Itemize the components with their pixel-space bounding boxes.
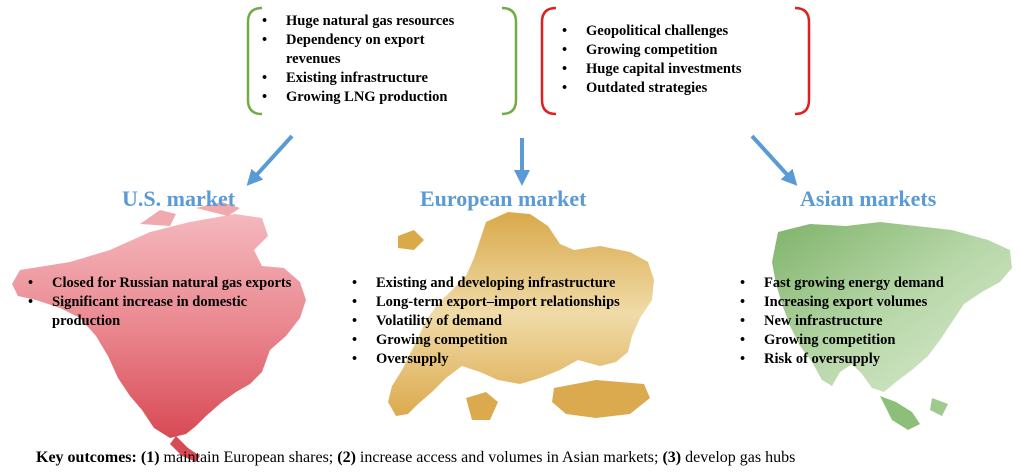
list-item: Huge capital investments (556, 60, 816, 79)
north-america-map (12, 202, 306, 462)
list-item: Risk of oversupply (734, 350, 1014, 369)
list-item: Volatility of demand (346, 312, 696, 331)
list-item: Long-term export–import relationships (346, 293, 696, 312)
outcome-text: develop gas hubs (681, 449, 796, 466)
outcome-number: (1) (140, 449, 160, 466)
list-item: Growing competition (734, 331, 1014, 350)
arrow-to-us (246, 134, 294, 186)
list-item: Increasing export volumes (734, 293, 1014, 312)
asian-markets-title: Asian markets (800, 186, 937, 211)
outcome-text: maintain European shares; (159, 449, 338, 466)
outcome-number: (2) (337, 449, 356, 466)
list-item: Geopolitical challenges (556, 22, 816, 41)
us-market-title: U.S. market (122, 186, 236, 211)
list-item: Existing infrastructure (256, 69, 516, 88)
us-market-list: Closed for Russian natural gas exports S… (22, 274, 312, 331)
list-item: Significant increase in domestic product… (22, 293, 312, 331)
list-item: Fast growing energy demand (734, 274, 1014, 293)
european-market-title: European market (420, 186, 587, 211)
list-item: Growing competition (556, 41, 816, 60)
european-market-list: Existing and developing infrastructure L… (346, 274, 696, 369)
challenges-list: Geopolitical challenges Growing competit… (556, 22, 816, 98)
list-item: Closed for Russian natural gas exports (22, 274, 312, 293)
outcome-text: increase access and volumes in Asian mar… (355, 449, 663, 466)
asian-markets-list: Fast growing energy demand Increasing ex… (734, 274, 1014, 369)
outcome-number: (3) (662, 449, 682, 466)
green-bracket-left (246, 6, 263, 116)
red-bracket-left (540, 6, 557, 116)
list-item: New infrastructure (734, 312, 1014, 331)
list-item: Growing competition (346, 331, 696, 350)
key-outcomes-label: Key outcomes: (36, 449, 137, 466)
strengths-list: Huge natural gas resources Dependency on… (256, 12, 516, 107)
list-item: Existing and developing infrastructure (346, 274, 696, 293)
list-item: Outdated strategies (556, 79, 816, 98)
list-item: Huge natural gas resources (256, 12, 516, 31)
arrow-to-asia (750, 134, 798, 186)
list-item: Dependency on export revenues (256, 31, 456, 69)
key-outcomes: Key outcomes: (1) maintain European shar… (36, 449, 795, 467)
list-item: Oversupply (346, 350, 696, 369)
list-item: Growing LNG production (256, 88, 516, 107)
green-bracket-right (501, 6, 518, 116)
